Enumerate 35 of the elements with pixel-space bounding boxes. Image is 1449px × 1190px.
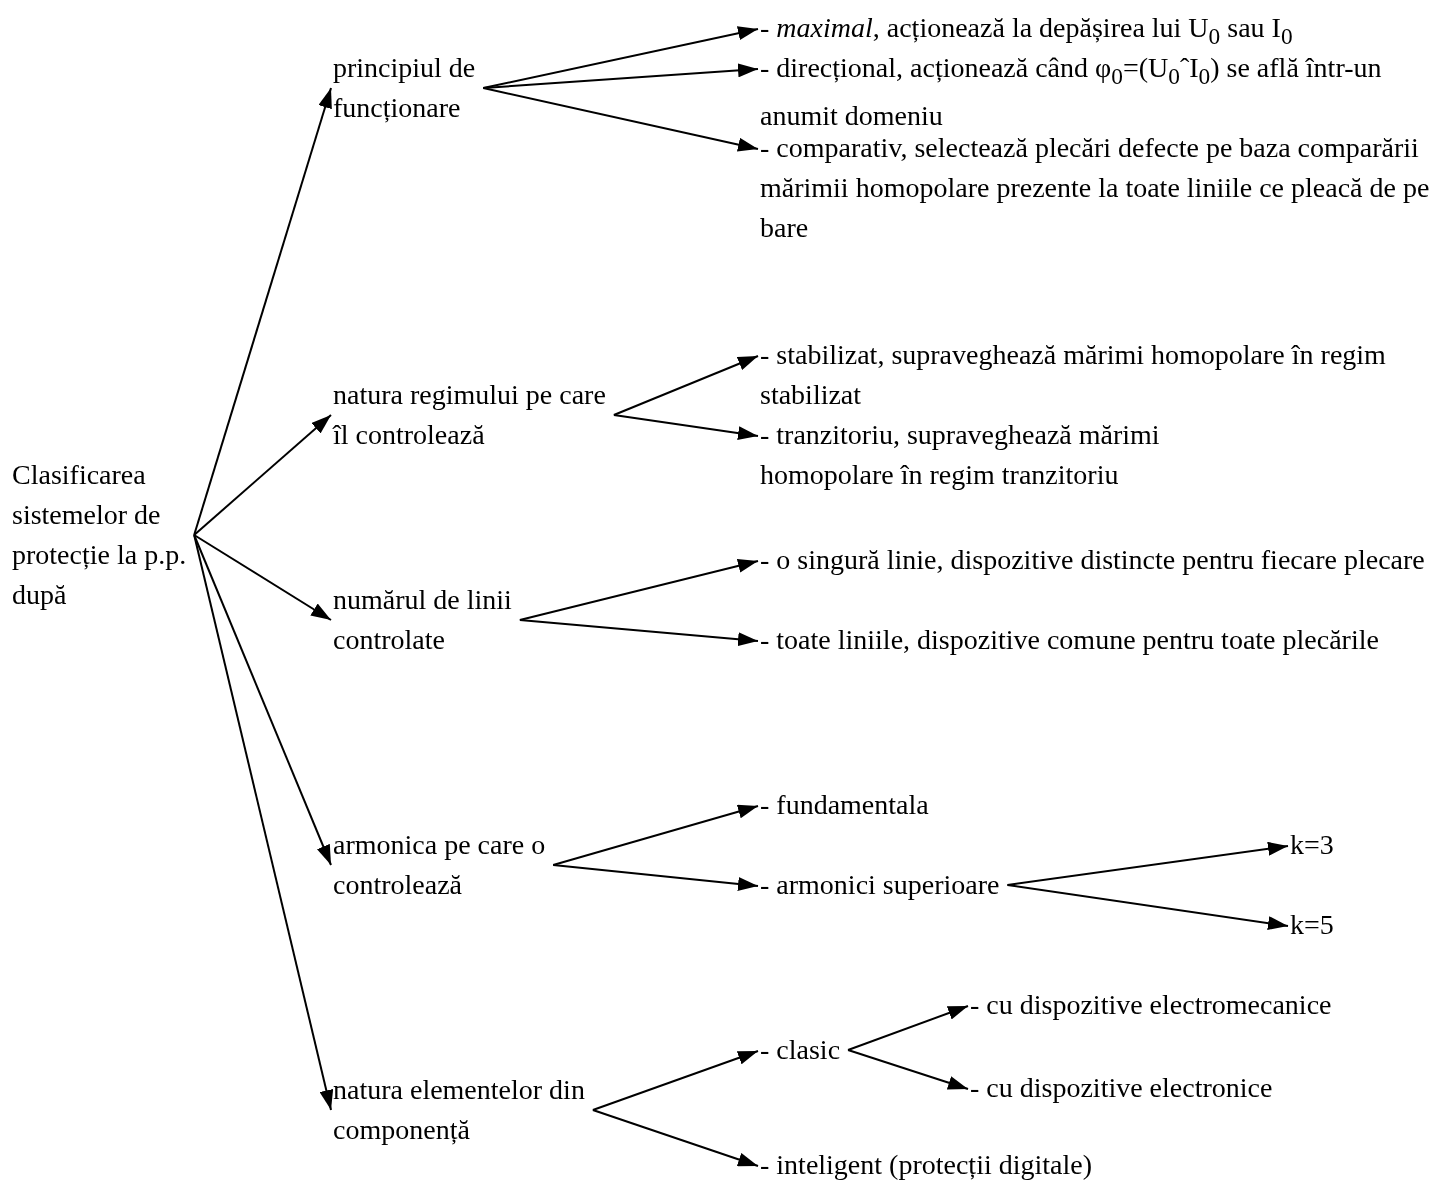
node-text: - toate liniile, dispozitive comune pentru toate plecările bbox=[760, 620, 1440, 660]
arrow bbox=[193, 534, 334, 1111]
node-text: - stabilizat, supraveghează mărimi homopolare în regim stabilizat bbox=[760, 335, 1440, 415]
node-text: - armonici superioare bbox=[760, 865, 1060, 905]
arrow bbox=[518, 619, 759, 647]
arrow bbox=[193, 414, 332, 536]
arrow bbox=[193, 534, 332, 621]
arrow bbox=[612, 414, 759, 441]
arrow bbox=[1006, 884, 1289, 931]
arrow bbox=[1006, 841, 1289, 886]
arrow bbox=[612, 355, 759, 416]
arrow bbox=[482, 87, 759, 152]
arrow bbox=[847, 1049, 969, 1090]
node-text: numărul de linii controlate bbox=[333, 580, 563, 660]
node-text: k=5 bbox=[1290, 905, 1370, 945]
arrow bbox=[482, 26, 759, 89]
node-text: k=3 bbox=[1290, 825, 1370, 865]
node-text: - fundamentala bbox=[760, 785, 1020, 825]
node-text: principiul de funcționare bbox=[333, 48, 533, 128]
node-text: - tranzitoriu, supraveghează mărimi homopolare în regim tranzitoriu bbox=[760, 415, 1280, 495]
arrow bbox=[552, 864, 759, 891]
arrow bbox=[552, 804, 759, 866]
node-text: Clasificarea sistemelor de protecție la p.p. după bbox=[12, 455, 202, 615]
node-text: natura regimului pe care îl controlează bbox=[333, 375, 618, 455]
node-text: - clasic bbox=[760, 1030, 870, 1070]
arrow bbox=[193, 87, 332, 536]
node-text: - cu dispozitive electronice bbox=[970, 1068, 1370, 1108]
node-text: - o singură linie, dispozitive distincte pentru fiecare plecare bbox=[760, 540, 1440, 580]
arrow bbox=[591, 1050, 759, 1111]
node-text: natura elementelor din componență bbox=[333, 1070, 613, 1150]
arrow bbox=[847, 1005, 969, 1051]
arrow bbox=[591, 1109, 759, 1167]
node-text: - inteligent (protecții digitale) bbox=[760, 1145, 1200, 1185]
node-text: armonica pe care o controlează bbox=[333, 825, 613, 905]
node-text: - cu dispozitive electromecanice bbox=[970, 985, 1440, 1025]
